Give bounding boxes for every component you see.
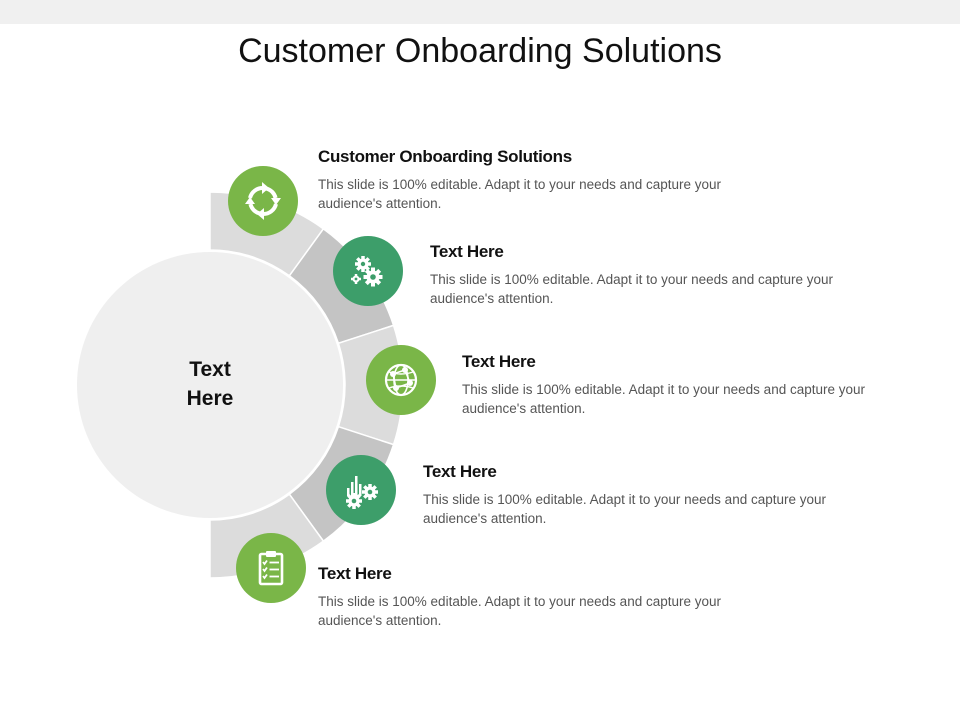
slide-title: Customer Onboarding Solutions bbox=[238, 32, 722, 70]
list-item-2: Text Here This slide is 100% editable. A… bbox=[430, 242, 870, 308]
item-heading: Text Here bbox=[318, 564, 392, 583]
item-description: This slide is 100% editable. Adapt it to… bbox=[430, 272, 833, 306]
item-description: This slide is 100% editable. Adapt it to… bbox=[318, 594, 721, 628]
item-heading: Customer Onboarding Solutions bbox=[318, 147, 572, 166]
refresh-arrows-icon bbox=[228, 166, 298, 236]
globe-network-icon bbox=[366, 345, 436, 415]
item-heading: Text Here bbox=[462, 352, 536, 371]
item-heading: Text Here bbox=[430, 242, 504, 261]
list-item-1: Customer Onboarding Solutions This slide… bbox=[318, 147, 758, 213]
center-label: Text Here bbox=[150, 355, 270, 413]
center-label-line-1: Text bbox=[189, 358, 231, 381]
item-heading: Text Here bbox=[423, 462, 497, 481]
gears-icon bbox=[333, 236, 403, 306]
center-circle bbox=[77, 252, 343, 518]
item-description: This slide is 100% editable. Adapt it to… bbox=[423, 492, 826, 526]
bar-chart-gear-icon bbox=[326, 455, 396, 525]
list-item-4: Text Here This slide is 100% editable. A… bbox=[423, 462, 863, 528]
list-item-3: Text Here This slide is 100% editable. A… bbox=[462, 352, 902, 418]
clipboard-checklist-icon bbox=[236, 533, 306, 603]
top-bar bbox=[0, 0, 960, 24]
item-description: This slide is 100% editable. Adapt it to… bbox=[318, 177, 721, 211]
item-description: This slide is 100% editable. Adapt it to… bbox=[462, 382, 865, 416]
list-item-5: Text Here This slide is 100% editable. A… bbox=[318, 564, 758, 630]
center-label-line-2: Here bbox=[186, 387, 234, 410]
